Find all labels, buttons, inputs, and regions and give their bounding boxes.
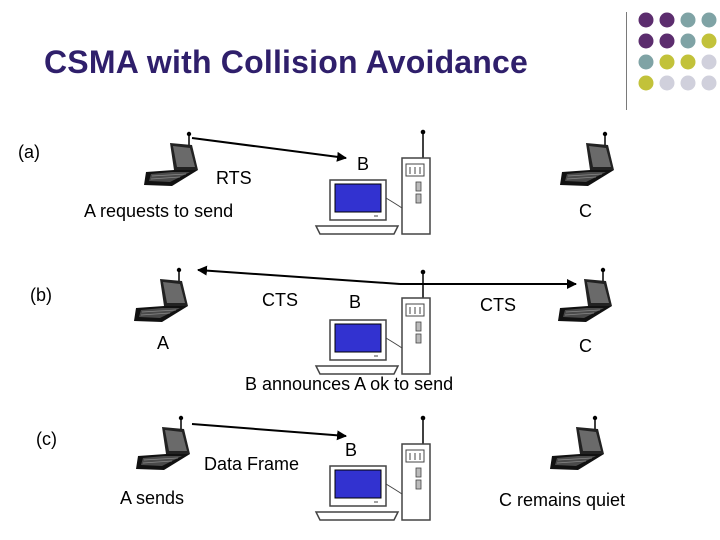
- cts-label-right: CTS: [480, 295, 516, 315]
- node-c-label-a: C: [579, 201, 592, 221]
- base-station-b-icon-a: [306, 128, 434, 236]
- laptop-c-icon-a: [558, 130, 618, 190]
- laptop-a-icon-c: [134, 414, 194, 474]
- dot-row-4: [638, 75, 717, 91]
- base-station-b-icon-c: [306, 414, 434, 522]
- panel-c-tag: (c): [36, 429, 57, 449]
- base-station-b-icon-b: [306, 268, 434, 376]
- panel-a-tag: (a): [18, 142, 40, 162]
- node-b-label-c: B: [345, 440, 358, 460]
- laptop-a-icon: [142, 130, 202, 190]
- caption-a-sends: A sends: [120, 488, 185, 508]
- laptop-c-icon-c: [548, 414, 608, 474]
- rts-label: RTS: [216, 168, 252, 188]
- dot-row-1: [638, 12, 717, 28]
- caption-c-quiet: C remains quiet: [499, 490, 626, 510]
- cts-label-left: CTS: [262, 290, 298, 310]
- node-b-label-a: B: [357, 154, 370, 174]
- panel-b-tag: (b): [30, 285, 52, 305]
- data-frame-label: Data Frame: [204, 454, 300, 474]
- dot-row-2: [638, 33, 717, 49]
- caption-b: B announces A ok to send: [245, 374, 454, 394]
- node-c-label-b: C: [579, 336, 592, 356]
- laptop-c-icon-b: [556, 266, 616, 326]
- data-frame-arrow: [191, 423, 347, 441]
- dot-row-3: [638, 54, 717, 70]
- laptop-a-icon-b: [132, 266, 192, 326]
- rts-arrow: [191, 137, 347, 162]
- node-a-label-b: A: [157, 333, 170, 353]
- divider-line: [626, 12, 627, 110]
- caption-a: A requests to send: [84, 201, 234, 221]
- cts-arrow-left: [197, 265, 401, 285]
- slide-title: CSMA with Collision Avoidance: [44, 44, 529, 80]
- node-b-label-b: B: [349, 292, 362, 312]
- decorative-dot-grid: [638, 12, 717, 91]
